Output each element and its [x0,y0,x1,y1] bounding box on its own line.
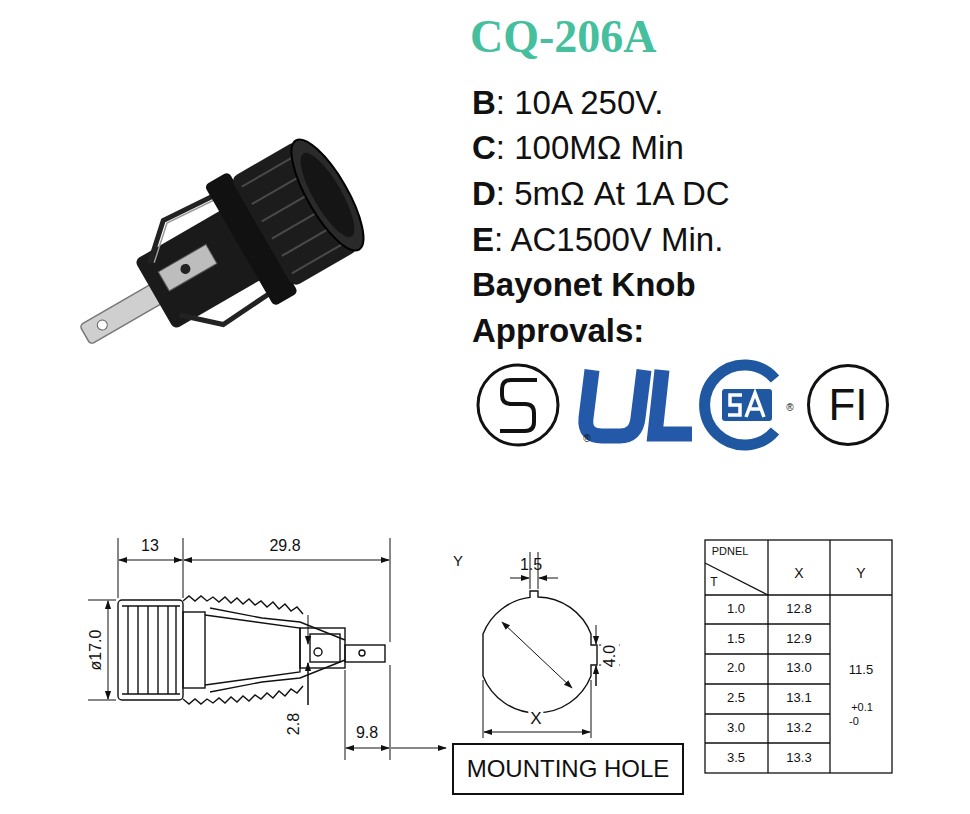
dimension: 4.0 [601,643,619,669]
mounting-hole-box: MOUNTING HOLE [452,743,684,795]
table-header: X [794,566,803,581]
s-mark-logo [478,365,558,445]
spec-key: D [472,175,496,212]
mounting-hole-drawing [483,591,597,713]
dimension: 13 [141,537,159,555]
fi-mark-circle: FI [807,364,889,446]
dimension: 1.5 [520,556,542,574]
table-cell: 11.5 [849,663,873,677]
table-header: T [710,576,717,589]
spec-line: D: 5mΩ At 1A DC [472,176,730,212]
dimension-table [705,540,892,773]
table-cell: +0.1 [851,701,873,713]
product-photo [50,124,380,395]
table-cell: -0 [849,715,859,727]
node-text: MOUNTING HOLE [467,756,670,782]
table-header: Y [856,566,865,581]
node-text: FI [828,381,867,429]
spec-value: : 5mΩ At 1A DC [496,175,730,212]
registered-mark: ® [786,402,793,413]
spec-heading: Bayonet Knob [472,266,696,303]
spec-line: C: 100MΩ Min [472,130,684,166]
table-header: PDNEL [712,545,749,557]
spec-key: E [472,221,494,258]
registered-mark: ® [583,433,590,444]
spec-line: E: AC1500V Min. [472,222,723,258]
dimension: 29.8 [269,537,300,555]
table-cell: 1.5 [727,632,745,646]
drawing-mark: Y [453,553,463,570]
spec-value: : AC1500V Min. [494,221,723,258]
ul-logo [586,370,692,436]
dimension-lines [88,538,446,760]
table-cell: 2.5 [727,691,745,705]
table-cell: 13.3 [786,751,811,765]
table-cell: 12.8 [786,602,811,616]
spec-value: : 100MΩ Min [496,129,684,166]
mounting-hole-dimensions [483,552,620,738]
dimension: ø17.0 [87,628,105,673]
table-cell: 13.2 [786,721,811,735]
table-cell: 13.1 [786,691,811,705]
table-cell: 1.0 [727,602,745,616]
product-title: CQ-206A [470,12,657,63]
spec-line: B: 10A 250V. [472,85,663,121]
dimension: 9.8 [354,724,380,742]
spec-line: Bayonet Knob [472,267,696,303]
table-cell: 3.0 [727,721,745,735]
table-cell: 13.0 [786,661,811,675]
dimension: 2.8 [285,711,303,737]
dimension: X [528,710,543,729]
spec-line: Approvals: [472,313,644,349]
spec-value: : 10A 250V. [496,84,664,121]
table-cell: 12.9 [786,632,811,646]
spec-key: B [472,84,496,121]
table-cell: 2.0 [727,661,745,675]
csa-logo [705,365,775,445]
table-cell: 3.5 [727,751,745,765]
spec-key: C [472,129,496,166]
spec-heading: Approvals: [472,312,644,349]
